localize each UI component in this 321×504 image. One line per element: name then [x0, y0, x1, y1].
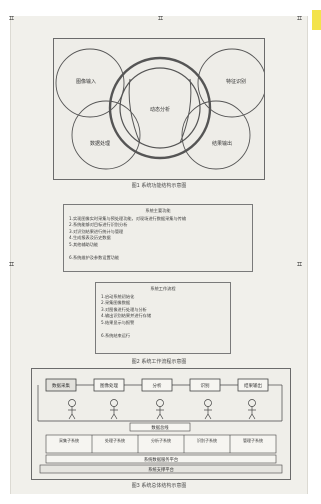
workflow-box-line: 6.系统结束运行: [101, 333, 131, 339]
figure-3-diagram: 数据采集 图像处理 分析 识别 结果输出 数据总线: [37, 378, 283, 474]
functions-box: 系统主要功能 1.实现图像实时采集与预处理功能，对现场进行数据采集与传输 2.系…: [63, 204, 253, 272]
functions-box-line: 5.其他辅助功能: [69, 241, 99, 247]
figure-1-diagram: 动态分析 图像输入 特征识别 数据处理 结果输出: [55, 48, 267, 170]
subsystem-label: 管理子系统: [243, 437, 263, 443]
workflow-box-line: 4.输出识别结果并进行存储: [101, 313, 152, 319]
functions-box-line: [69, 249, 247, 256]
base-label: 系统数据服务平台: [144, 456, 178, 463]
person-icon: [110, 399, 118, 420]
workflow-box-line: 5.结果显示与报警: [101, 319, 135, 325]
bus-label: 数据总线: [151, 424, 169, 431]
bottom-label: 系统支撑平台: [148, 466, 174, 473]
figure-1-label-right-top: 特征识别: [226, 78, 246, 85]
module-label: 分析: [153, 382, 162, 389]
workflow-box-line: [101, 327, 225, 334]
functions-box-line: 1.实现图像实时采集与预处理功能，对现场进行数据采集与传输: [69, 215, 187, 221]
side-tab[interactable]: [312, 10, 321, 30]
subsystem-label: 识别子系统: [197, 437, 217, 443]
figure-1: 动态分析 图像输入 特征识别 数据处理 结果输出: [53, 38, 267, 180]
module-label: 结果输出: [244, 382, 262, 389]
person-icon: [156, 399, 164, 420]
workflow-box-title: 系统工作流程: [150, 286, 176, 291]
workflow-box-line: 1.启动系统初始化: [101, 293, 135, 299]
figure-1-circle-center-outer: [108, 56, 212, 160]
figure-2-caption: 图2 系统工作流程示意图: [131, 359, 187, 365]
document-page: 动态分析 图像输入 特征识别 数据处理 结果输出 图1 系统功能结构示意图 系统…: [10, 16, 308, 494]
figure-3: 数据采集 图像处理 分析 识别 结果输出 数据总线: [31, 368, 291, 480]
person-icon: [204, 399, 212, 420]
module-label: 识别: [201, 382, 210, 389]
resize-handle-middle-left[interactable]: ⌗: [8, 260, 15, 270]
figure-1-circle-center-inner: [119, 67, 201, 149]
resize-handle-top-left[interactable]: ⌗: [8, 14, 15, 24]
resize-handle-middle-right[interactable]: ⌗: [296, 260, 303, 270]
figure-1-circle-left-top: [55, 48, 125, 118]
figure-1-circle-left-bottom: [71, 100, 141, 170]
functions-box-title: 系统主要功能: [145, 208, 171, 213]
subsystem-label: 采集子系统: [59, 437, 79, 443]
workflow-box-line: 2.采集图像数据: [101, 300, 131, 306]
person-icon: [248, 399, 256, 420]
resize-handle-top-center[interactable]: ⌗: [157, 14, 164, 24]
functions-box-line: 3.对识别结果进行统计与管理: [69, 228, 124, 234]
figure-1-circle-right-bottom: [181, 100, 251, 170]
workflow-box: 系统工作流程 1.启动系统初始化 2.采集图像数据 3.对图像进行处理与分析 4…: [95, 282, 231, 354]
workflow-box-line: 3.对图像进行处理与分析: [101, 306, 147, 312]
person-icon: [68, 399, 76, 420]
module-label: 图像处理: [100, 382, 118, 389]
functions-box-line: 2.系统能够对目标进行识别分析: [69, 222, 128, 228]
module-label: 数据采集: [52, 382, 70, 389]
figure-1-caption: 图1 系统功能结构示意图: [131, 183, 187, 189]
figure-1-label-right-bottom: 结果输出: [212, 140, 232, 147]
subsystem-label: 分析子系统: [151, 437, 171, 443]
figure-1-label-left-top: 图像输入: [76, 78, 96, 85]
subsystem-label: 处理子系统: [105, 437, 125, 443]
functions-box-line: 6.系统维护及参数设置功能: [69, 255, 120, 261]
figure-1-label-left-bottom: 数据处理: [90, 140, 110, 147]
resize-handle-top-right[interactable]: ⌗: [296, 14, 303, 24]
functions-box-line: 4.生成报表及历史数据: [69, 235, 111, 241]
figure-1-label-center: 动态分析: [150, 106, 170, 113]
figure-3-caption: 图3 系统总体结构示意图: [131, 483, 187, 489]
